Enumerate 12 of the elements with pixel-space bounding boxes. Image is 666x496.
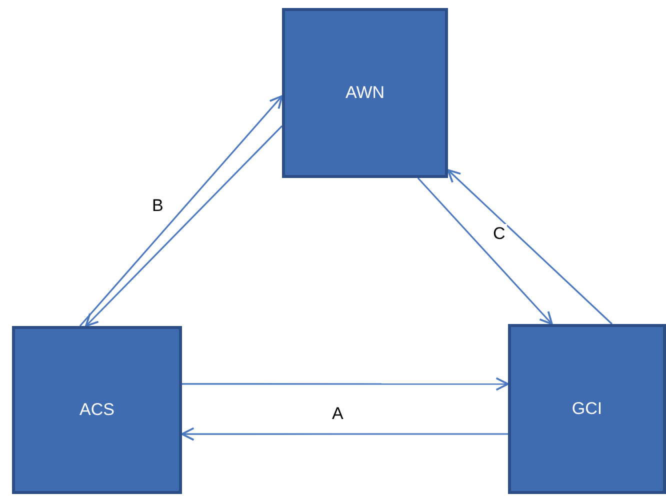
box-label: AWN	[345, 83, 385, 103]
box-label: GCI	[572, 399, 602, 419]
arrow	[417, 177, 553, 325]
process-box	[508, 324, 666, 494]
arrow	[447, 169, 613, 325]
arrow	[181, 427, 508, 441]
arrow	[79, 95, 283, 327]
box-label: ACS	[80, 400, 114, 420]
process-box	[12, 326, 182, 494]
arrow	[85, 125, 283, 327]
arrow	[182, 377, 509, 391]
process-box	[282, 8, 448, 178]
